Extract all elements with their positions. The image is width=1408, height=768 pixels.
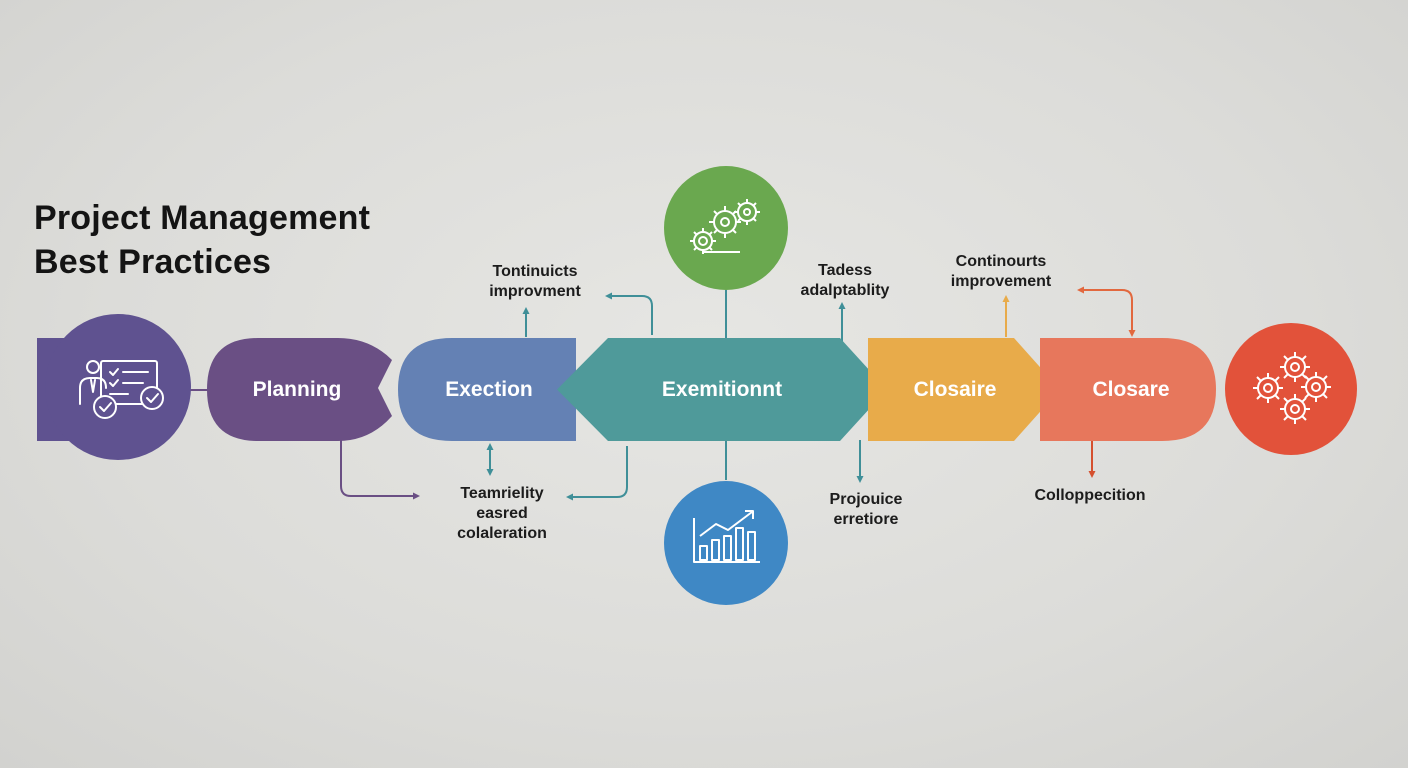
note-line: Continourts xyxy=(955,253,1047,270)
stage-exemitionnt-shape[interactable] xyxy=(557,338,887,441)
note-line: Tadess xyxy=(818,262,872,279)
growth-chart-icon xyxy=(693,510,760,563)
start-node xyxy=(37,314,191,460)
title-line-1: Project Management xyxy=(34,199,371,237)
note-line: adalptablity xyxy=(800,282,890,299)
connector-center-to-team xyxy=(566,446,628,501)
note-project: Projouice erretiore xyxy=(806,490,926,530)
stage-exemitionnt-label: Exemitionnt xyxy=(662,378,782,401)
connectors xyxy=(190,286,1136,501)
note-team-collaboration: Teamrielity easred colaleration xyxy=(432,484,572,544)
stage-closaire-label: Closaire xyxy=(914,378,997,401)
stage-execution-label: Exection xyxy=(445,378,533,401)
connector-center-to-continuous xyxy=(605,292,653,335)
start-node-circle xyxy=(45,314,191,460)
gears-icon xyxy=(1253,352,1331,424)
stage-closare-label: Closare xyxy=(1092,378,1169,401)
connector-closare-loop xyxy=(1077,286,1136,337)
title-line-2: Best Practices xyxy=(34,243,272,281)
stage-execution-shape[interactable] xyxy=(398,338,576,441)
note-line: Colloppecition xyxy=(1034,487,1146,504)
note-line: easred xyxy=(476,505,528,522)
bottom-node xyxy=(664,481,788,605)
connector-planning-to-team xyxy=(340,440,420,500)
stages: Planning Exection Exemitionnt Closaire C… xyxy=(207,338,1216,441)
checklist-person-icon xyxy=(79,360,164,419)
page-title: Project Management Best Practices xyxy=(34,196,370,284)
end-node xyxy=(1225,323,1357,455)
stage-closaire-shape[interactable] xyxy=(868,338,1060,441)
note-line: Teamrielity xyxy=(460,485,544,502)
note-line: erretiore xyxy=(833,511,899,528)
note-completion: Colloppecition xyxy=(1015,486,1165,506)
stage-planning-shape[interactable] xyxy=(207,338,392,441)
note-line: colaleration xyxy=(457,525,547,542)
top-node-circle xyxy=(664,166,788,290)
note-line: Projouice xyxy=(829,491,903,508)
note-adaptability: Tadess adalptablity xyxy=(780,261,910,301)
top-node xyxy=(664,166,788,290)
note-line: improvment xyxy=(489,283,581,300)
gears-icon xyxy=(690,199,760,254)
note-continuous-improvement-right: Continourts improvement xyxy=(936,252,1066,292)
end-node-circle xyxy=(1225,323,1357,455)
note-line: Tontinuicts xyxy=(492,263,578,280)
note-continuous-improvement-left: Tontinuicts improvment xyxy=(470,262,600,302)
bottom-node-circle xyxy=(664,481,788,605)
stage-planning-label: Planning xyxy=(253,378,342,401)
stage-closare-shape[interactable] xyxy=(1040,338,1216,441)
note-line: improvement xyxy=(950,273,1052,290)
